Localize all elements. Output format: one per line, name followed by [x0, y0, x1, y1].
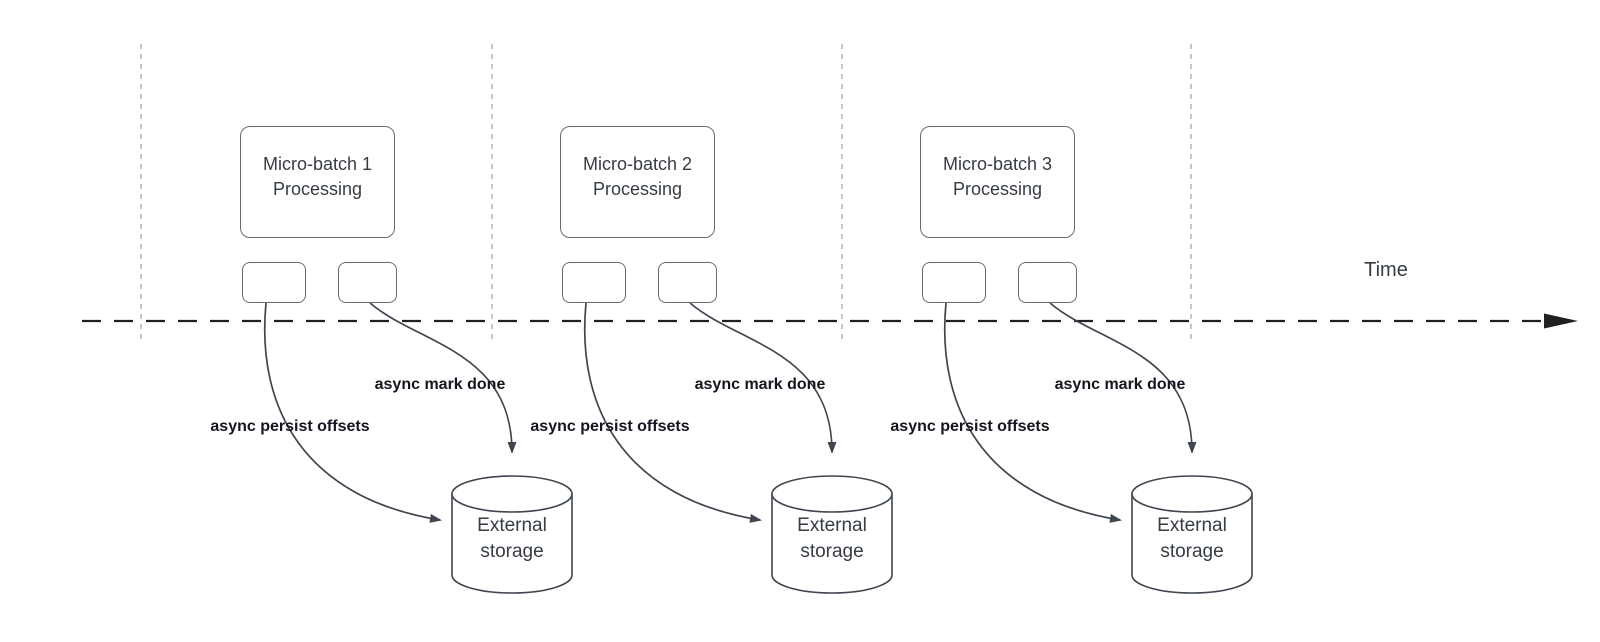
mark-done-label: async mark done	[694, 376, 826, 393]
processing-box-line2: Processing	[272, 179, 363, 199]
storage-cylinder-icon	[771, 475, 893, 594]
offset-task-box	[562, 262, 626, 303]
external-storage-line1: External	[797, 515, 867, 536]
persist-offsets-label: async persist offsets	[890, 418, 1050, 435]
external-storage-line2: storage	[1160, 541, 1224, 562]
persist-offsets-arrow	[943, 302, 1122, 523]
done-task-box	[338, 262, 397, 303]
offset-task-box	[242, 262, 306, 303]
persist-offsets-arrow	[583, 302, 762, 523]
group2-graphics	[583, 302, 893, 594]
processing-box-line1: Micro-batch 2	[582, 154, 693, 174]
external-storage-line2: storage	[800, 541, 864, 562]
processing-box-line1: Micro-batch 3	[942, 154, 1053, 174]
processing-box: Micro-batch 1 Processing	[240, 126, 395, 238]
external-storage-label: External storage	[772, 513, 892, 565]
persist-offsets-arrow	[263, 302, 442, 523]
storage-cylinder-icon	[451, 475, 573, 594]
microbatch-group-1: Micro-batch 1 Processing async persist o…	[210, 0, 580, 600]
mark-done-label: async mark done	[374, 376, 506, 393]
external-storage-line1: External	[1157, 515, 1227, 536]
offset-task-box	[922, 262, 986, 303]
mark-done-arrow	[689, 302, 837, 454]
mark-done-arrow	[369, 302, 517, 454]
time-axis-arrow	[82, 313, 1578, 329]
external-storage-line1: External	[477, 515, 547, 536]
processing-box-line2: Processing	[952, 179, 1043, 199]
persist-offsets-label: async persist offsets	[210, 418, 370, 435]
done-task-box	[658, 262, 717, 303]
processing-box: Micro-batch 2 Processing	[560, 126, 715, 238]
mark-done-arrow	[1049, 302, 1197, 454]
group1-graphics	[263, 302, 573, 594]
external-storage-line2: storage	[480, 541, 544, 562]
microbatch-group-2: Micro-batch 2 Processing async persist o…	[530, 0, 900, 600]
time-axis-label: Time	[1364, 259, 1408, 281]
external-storage-label: External storage	[452, 513, 572, 565]
microbatch-group-3: Micro-batch 3 Processing async persist o…	[890, 0, 1260, 600]
group3-graphics	[943, 302, 1253, 594]
external-storage-label: External storage	[1132, 513, 1252, 565]
done-task-box	[1018, 262, 1077, 303]
processing-box-line2: Processing	[592, 179, 683, 199]
persist-offsets-label: async persist offsets	[530, 418, 690, 435]
processing-box-line1: Micro-batch 1	[262, 154, 373, 174]
mark-done-label: async mark done	[1054, 376, 1186, 393]
storage-cylinder-icon	[1131, 475, 1253, 594]
processing-box: Micro-batch 3 Processing	[920, 126, 1075, 238]
